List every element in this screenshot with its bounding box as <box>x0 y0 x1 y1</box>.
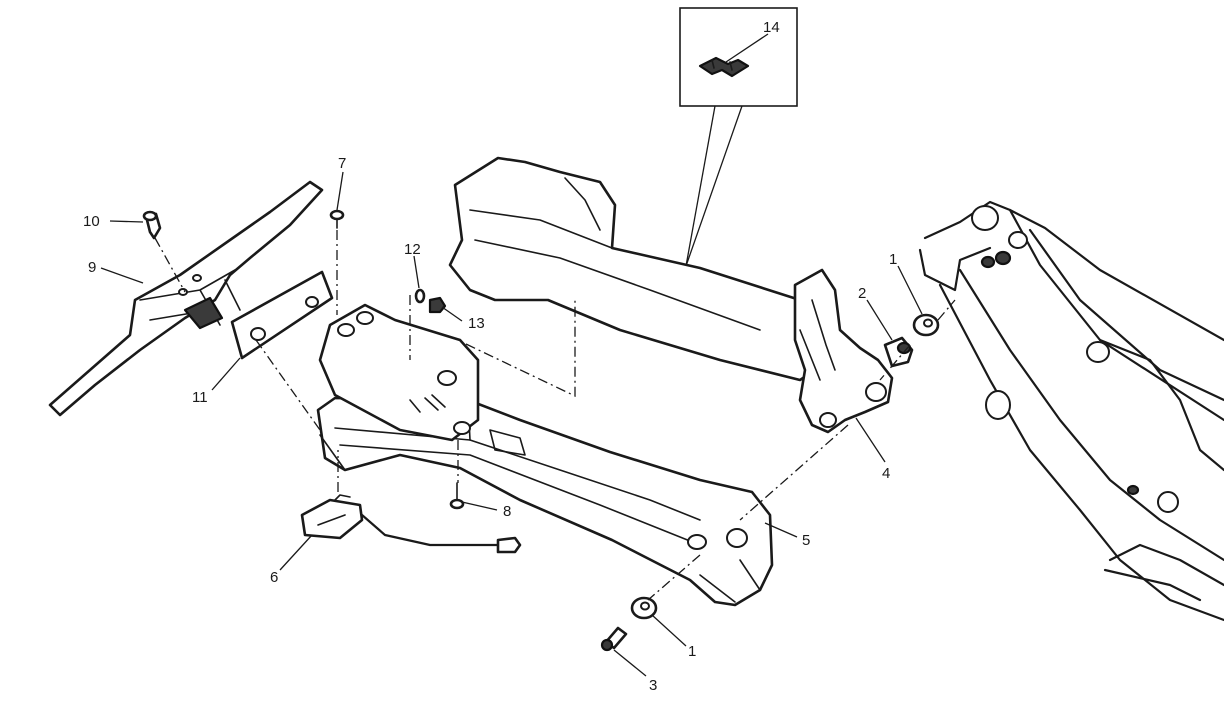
subframe-part-5 <box>316 303 774 607</box>
washer-part-1-upper <box>912 313 940 337</box>
light-part-6 <box>300 450 522 554</box>
callout-9: 9 <box>88 259 96 276</box>
assembly-lines <box>255 295 956 601</box>
washer-part-1-lower <box>630 596 658 620</box>
callout-8: 8 <box>503 503 511 520</box>
callout-6: 6 <box>270 569 278 586</box>
callout-2: 2 <box>858 285 866 302</box>
plate-holder-part-9 <box>48 180 324 417</box>
bracket-part-4 <box>793 268 894 434</box>
callout-5: 5 <box>802 532 810 549</box>
main-frame <box>918 200 1224 622</box>
washer-part-12 <box>414 288 426 304</box>
inset-detail-14 <box>679 7 798 267</box>
spacer-part-2 <box>883 336 914 368</box>
callout-12: 12 <box>404 241 421 258</box>
callout-7: 7 <box>338 155 346 172</box>
callout-1-lower: 1 <box>688 643 696 660</box>
screw-part-7 <box>329 209 345 315</box>
callout-1-upper: 1 <box>889 251 897 268</box>
callout-10: 10 <box>83 213 100 230</box>
screw-part-10 <box>109 210 186 293</box>
screw-part-8 <box>449 440 465 510</box>
leader-lines <box>100 171 923 677</box>
callout-3: 3 <box>649 677 657 694</box>
callout-labels: 14 7 10 12 9 13 11 8 6 5 4 2 1 1 3 <box>83 19 897 694</box>
callout-4: 4 <box>882 465 890 482</box>
nut-part-13 <box>428 296 447 314</box>
rear-fender-part <box>448 156 832 382</box>
bolt-part-3 <box>600 626 628 652</box>
callout-13: 13 <box>468 315 485 332</box>
callout-14: 14 <box>763 19 780 36</box>
reflector-part-11 <box>230 270 334 360</box>
callout-11: 11 <box>192 389 208 406</box>
